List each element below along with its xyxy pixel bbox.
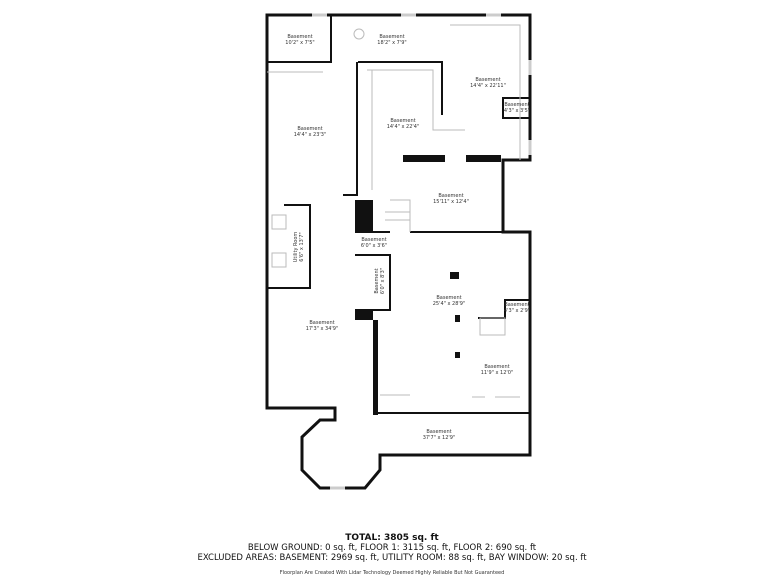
disclaimer: Floorplan Are Created With Lidar Technol…	[279, 570, 505, 576]
interior-walls	[267, 15, 531, 415]
outer-walls	[265, 13, 532, 490]
room-label: Basement6'0" x 8'3"	[374, 268, 386, 294]
excluded-areas: EXCLUDED AREAS: BASEMENT: 2969 sq. ft, U…	[197, 553, 587, 563]
fixtures	[267, 24, 521, 398]
room-label: Utility Room6'6" x 13'7"	[293, 232, 305, 263]
windows	[312, 13, 532, 490]
area-breakdown: BELOW GROUND: 0 sq. ft, FLOOR 1: 3115 sq…	[247, 543, 537, 553]
total-area: TOTAL: 3805 sq. ft	[345, 533, 439, 543]
